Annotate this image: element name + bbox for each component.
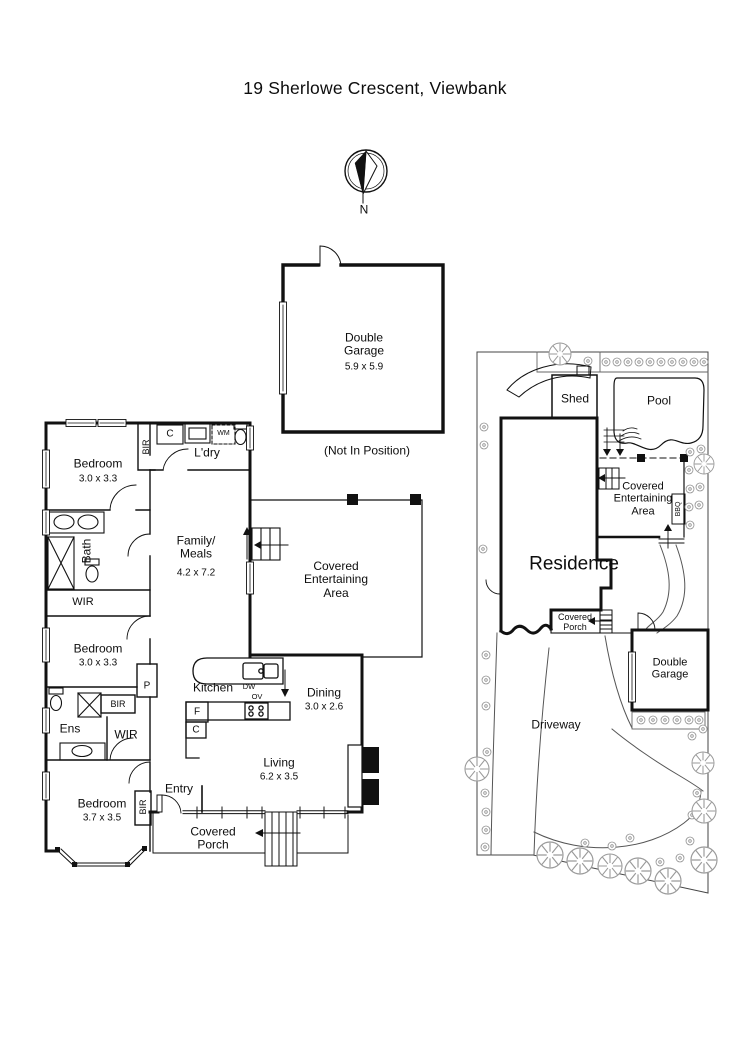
site-residence-label: Residence [529,553,619,575]
site-shed-label: Shed [560,391,590,406]
room-entertaining-label: Covered Entertaining Area [303,558,369,600]
fridge-label: F [193,706,201,718]
site-covered-porch-label: Covered Porch [557,611,593,632]
not-in-position-note: (Not In Position) [323,443,411,458]
garage-inset-label: Double Garage [343,330,385,358]
garage-inset-plan [279,245,445,434]
room-bedroom3-label: Bedroom [77,796,127,811]
room-bath-label: Bath [79,538,94,564]
bir-label-3: BIR [137,799,148,815]
room-dining-label: Dining [306,685,342,700]
washing-machine-label: WM [217,430,230,438]
site-plan-linework [464,342,718,895]
garage-inset-dims: 5.9 x 5.9 [344,361,384,373]
room-family-meals-dims: 4.2 x 7.2 [176,567,216,579]
room-entry-label: Entry [164,781,194,796]
oven-label: OV [251,691,263,701]
floor-plan-linework [42,419,423,867]
site-entertaining-label: Covered Entertaining Area [613,480,673,518]
room-wir-bath-label: WIR [72,595,94,608]
site-pool-label: Pool [646,393,672,408]
north-label: N [359,202,369,217]
room-bedroom2-label: Bedroom [73,641,123,656]
cupboard-label-1: C [166,428,174,440]
site-bbq-label: BBQ [674,501,682,517]
room-living-label: Living [263,755,295,770]
room-kitchen-label: Kitchen [192,680,234,695]
room-bedroom1-dims: 3.0 x 3.3 [78,473,118,485]
room-family-meals-label: Family/ Meals [176,533,216,561]
room-dining-dims: 3.0 x 2.6 [304,701,344,713]
room-wir-ens-label: WIR [114,727,138,742]
site-driveway-label: Driveway [531,717,581,732]
room-laundry-label: L'dry [194,445,220,460]
dishwasher-label: DW [242,681,256,691]
room-living-dims: 6.2 x 3.5 [259,771,299,783]
room-bedroom1-label: Bedroom [73,456,123,471]
bir-label-1: BIR [140,439,151,455]
page-title: 19 Sherlowe Crescent, Viewbank [243,78,507,99]
room-ensuite-label: Ens [59,721,81,736]
site-double-garage-label: Double Garage [651,656,689,681]
pantry-label: P [143,680,151,692]
north-arrow-icon [344,149,388,204]
room-bedroom3-dims: 3.7 x 3.5 [82,812,122,824]
room-bedroom2-dims: 3.0 x 3.3 [78,657,118,669]
room-covered-porch-label: Covered Porch [190,824,236,852]
cupboard-label-2: C [192,724,200,736]
bir-label-2: BIR [110,698,126,709]
